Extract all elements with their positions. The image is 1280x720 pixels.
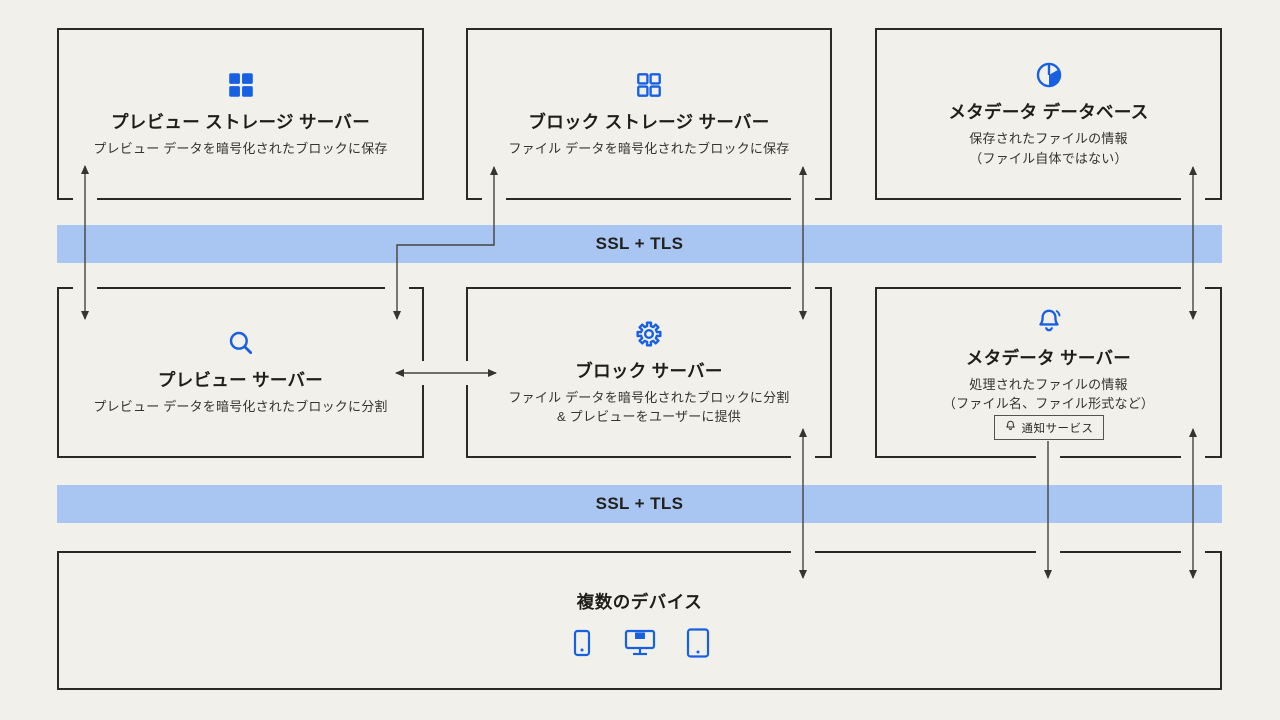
box-title: ブロック ストレージ サーバー [528, 111, 770, 132]
tablet-icon [680, 627, 716, 663]
box-subtitle: プレビュー データを暗号化されたブロックに保存 [93, 140, 388, 156]
box-devices: 複数のデバイス [57, 551, 1222, 690]
box-title: メタデータ サーバー [965, 347, 1132, 368]
box-subtitle: プレビュー データを暗号化されたブロックに分割 [93, 399, 388, 415]
bell-small-icon [1004, 419, 1017, 437]
box-title: ブロック サーバー [575, 360, 723, 381]
smartphone-icon [564, 628, 600, 663]
monitor-icon [622, 628, 658, 663]
box-preview-storage-server: プレビュー ストレージ サーバー プレビュー データを暗号化されたブロックに保存 [57, 28, 424, 200]
box-title: メタデータ データベース [948, 102, 1149, 122]
box-metadata-database: メタデータ データベース 保存されたファイルの情報 （ファイル自体ではない） [875, 28, 1222, 200]
box-title: プレビュー サーバー [157, 370, 324, 391]
ssl-band-top: SSL + TLS [57, 225, 1222, 263]
devices-title: 複数のデバイス [576, 591, 703, 612]
box-subtitle: 保存されたファイルの情報 [969, 131, 1128, 146]
box-preview-server: プレビュー サーバー プレビュー データを暗号化されたブロックに分割 [57, 287, 424, 458]
ssl-band-label: SSL + TLS [595, 494, 684, 513]
box-block-storage-server: ブロック ストレージ サーバー ファイル データを暗号化されたブロックに保存 [466, 28, 832, 200]
box-subtitle: 処理されたファイルの情報 [969, 376, 1128, 392]
bell-icon [1034, 306, 1064, 336]
gear-icon [634, 319, 664, 349]
box-subtitle: （ファイル自体ではない） [969, 150, 1128, 166]
pie-chart-icon [1034, 60, 1064, 90]
box-subtitle: （ファイル名、ファイル形式など） [942, 396, 1155, 411]
badge-label: 通知サービス [1021, 422, 1094, 435]
box-subtitle: & プレビューをユーザーに提供 [556, 409, 742, 424]
box-metadata-server: メタデータ サーバー 処理されたファイルの情報 （ファイル名、ファイル形式など）… [875, 287, 1222, 458]
device-icons-row [564, 627, 716, 663]
notification-service-badge: 通知サービス [993, 415, 1104, 440]
grid-outline-icon [634, 70, 664, 100]
grid-filled-icon [226, 70, 256, 100]
box-title: プレビュー ストレージ サーバー [111, 111, 370, 132]
box-block-server: ブロック サーバー ファイル データを暗号化されたブロックに分割 & プレビュー… [466, 287, 832, 458]
box-subtitle: ファイル データを暗号化されたブロックに保存 [508, 140, 790, 156]
box-subtitle: ファイル データを暗号化されたブロックに分割 [508, 389, 790, 405]
ssl-band-bottom: SSL + TLS [57, 485, 1222, 523]
magnifier-icon [226, 328, 256, 358]
ssl-band-label: SSL + TLS [595, 234, 684, 253]
